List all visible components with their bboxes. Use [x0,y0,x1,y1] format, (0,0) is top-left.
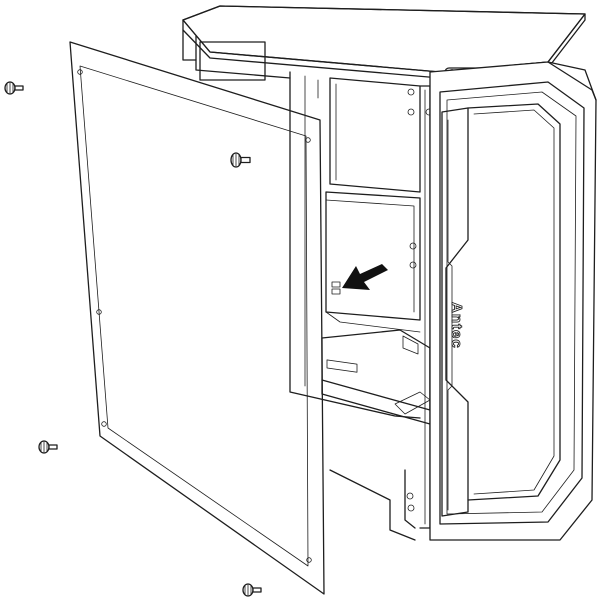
top-mesh-panel [182,5,586,73]
thumb-screw-icon [38,440,58,454]
front-bezel: Antec [429,61,597,541]
side-panel-inner-frame [79,65,309,567]
brand-logo: Antec [448,302,465,349]
thumb-screw-icon [230,152,251,168]
side-panel-body [69,41,325,595]
thumb-screw-icon [242,583,262,597]
arrow-icon [342,264,388,290]
rear-fan-grille [199,41,266,81]
thumb-screw-icon [4,81,24,95]
side-panel [69,41,325,595]
